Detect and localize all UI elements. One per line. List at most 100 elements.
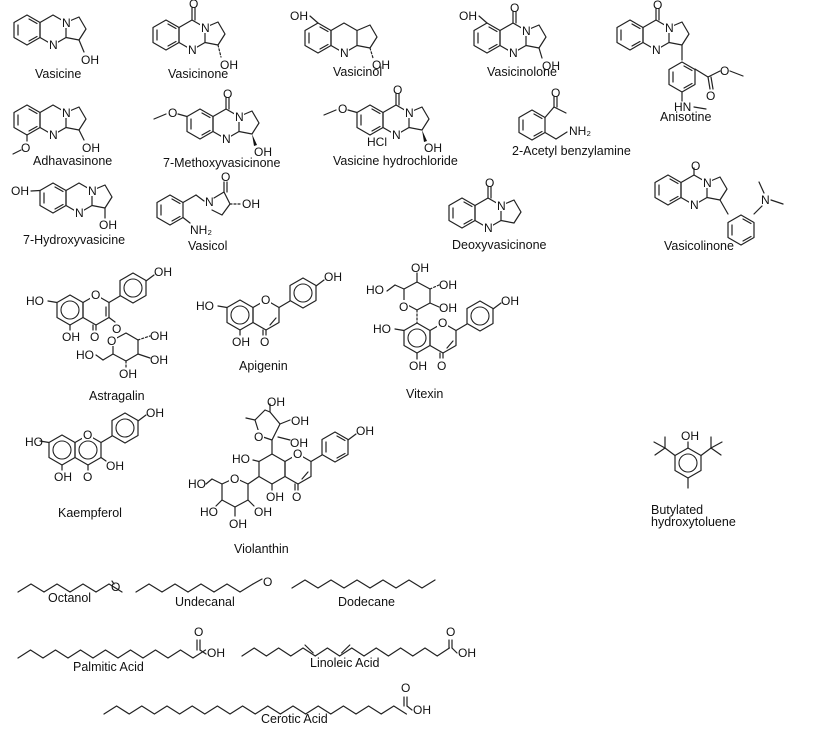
atom-o: O bbox=[551, 86, 560, 100]
atom-o: O bbox=[338, 102, 347, 116]
atom-oh: OH bbox=[439, 301, 457, 315]
atom-ho: HO bbox=[373, 322, 391, 336]
atom-oh: OH bbox=[372, 58, 390, 72]
label-vasicolinone: Vasicolinone bbox=[664, 239, 734, 253]
atom-oh: OH bbox=[266, 490, 284, 504]
atom-o: O bbox=[437, 359, 446, 373]
atom-nh2: NH₂ bbox=[190, 223, 212, 237]
label-vasicinol: Vasicinol bbox=[333, 65, 382, 79]
atom-o: O bbox=[691, 159, 700, 173]
atom-n: N bbox=[405, 106, 414, 120]
structure-7-hydroxyvasicine: OH N N OH bbox=[11, 183, 117, 232]
bond bbox=[111, 580, 115, 585]
atom-o: O bbox=[653, 0, 662, 12]
atom-o: O bbox=[112, 322, 121, 336]
atom-oh: OH bbox=[413, 703, 431, 717]
atom-ho: HO bbox=[232, 452, 250, 466]
atom-o: O bbox=[21, 141, 30, 155]
atom-o: O bbox=[720, 64, 729, 78]
atom-o: O bbox=[293, 447, 302, 461]
atom-oh: OH bbox=[411, 261, 429, 275]
atom-oh: OH bbox=[106, 459, 124, 473]
structure-astragalin: O OH HO OH O O O OH OH OH HO bbox=[26, 265, 172, 381]
atom-o: O bbox=[485, 176, 494, 190]
atom-oh: OH bbox=[146, 406, 164, 420]
atom-o: O bbox=[263, 575, 272, 589]
atom-n: N bbox=[703, 176, 712, 190]
atom-o: O bbox=[401, 681, 410, 695]
label-vasicinolone: Vasicinolone bbox=[487, 65, 557, 79]
atom-o: O bbox=[90, 330, 99, 344]
label-bht-line2: hydroxytoluene bbox=[651, 515, 736, 529]
atom-oh: OH bbox=[229, 517, 247, 531]
label-astragalin: Astragalin bbox=[89, 389, 145, 403]
structure-apigenin: O OH HO OH O bbox=[196, 270, 342, 349]
atom-n: N bbox=[188, 43, 197, 57]
structure-vasicol: N O OH NH₂ bbox=[156, 170, 260, 237]
label-vasicinone: Vasicinone bbox=[168, 67, 228, 81]
atom-o: O bbox=[91, 288, 100, 302]
atom-o: O bbox=[194, 625, 203, 639]
atom-n: N bbox=[484, 221, 493, 235]
structure-palmitic-acid: O OH bbox=[17, 625, 225, 660]
atom-n: N bbox=[201, 21, 210, 35]
atom-o: O bbox=[254, 430, 263, 444]
atom-n: N bbox=[49, 38, 58, 52]
atom-oh: OH bbox=[54, 470, 72, 484]
label-7-methoxyvasicinone: 7-Methoxyvasicinone bbox=[163, 156, 280, 170]
atom-n: N bbox=[235, 110, 244, 124]
label-2-acetyl-benzylamine: 2-Acetyl benzylamine bbox=[512, 144, 631, 158]
atom-o: O bbox=[393, 83, 402, 97]
atom-hn: HN bbox=[674, 100, 691, 114]
atom-ho: HO bbox=[26, 294, 44, 308]
atom-oh: OH bbox=[267, 395, 285, 409]
structure-vasicine-hydrochloride: O N N HCl OH O bbox=[323, 83, 442, 155]
atom-oh: OH bbox=[154, 265, 172, 279]
atom-n: N bbox=[522, 24, 531, 38]
atom-oh: OH bbox=[681, 429, 699, 443]
atom-n: N bbox=[761, 193, 770, 207]
label-violanthin: Violanthin bbox=[234, 542, 289, 556]
structure-vasicolinone: O N N N bbox=[655, 159, 784, 246]
atom-ho: HO bbox=[188, 477, 206, 491]
atom-oh: OH bbox=[459, 9, 477, 23]
structure-dodecane bbox=[291, 579, 436, 589]
atom-oh: OH bbox=[207, 646, 225, 660]
label-deoxyvasicinone: Deoxyvasicinone bbox=[452, 238, 547, 252]
atom-o: O bbox=[706, 89, 715, 103]
structure-vasicinolone: O OH N N OH bbox=[459, 1, 560, 73]
structure-anisotine: O N N O O HN bbox=[617, 0, 744, 114]
atom-n: N bbox=[509, 46, 518, 60]
label-vasicine: Vasicine bbox=[35, 67, 81, 81]
atom-n: N bbox=[75, 206, 84, 220]
atom-o: O bbox=[510, 1, 519, 15]
atom-oh: OH bbox=[542, 59, 560, 73]
label-octanol: Octanol bbox=[48, 591, 91, 605]
atom-oh: OH bbox=[232, 335, 250, 349]
atom-oh: OH bbox=[82, 141, 100, 155]
atom-ho: HO bbox=[196, 299, 214, 313]
bond bbox=[252, 578, 263, 585]
atom-ho: HO bbox=[76, 348, 94, 362]
atom-o: O bbox=[260, 335, 269, 349]
atom-o: O bbox=[168, 106, 177, 120]
atom-ho: HO bbox=[200, 505, 218, 519]
atom-n: N bbox=[88, 184, 97, 198]
atom-ho: HO bbox=[25, 435, 43, 449]
atom-oh: OH bbox=[254, 145, 272, 159]
label-kaempferol: Kaempferol bbox=[58, 506, 122, 520]
atom-n: N bbox=[652, 43, 661, 57]
atom-oh: OH bbox=[150, 353, 168, 367]
label-undecanal: Undecanal bbox=[175, 595, 235, 609]
atom-o: O bbox=[261, 293, 270, 307]
label-adhavasinone: Adhavasinone bbox=[33, 154, 112, 168]
bond bbox=[341, 644, 351, 654]
atom-o: O bbox=[399, 300, 408, 314]
atom-ho: HO bbox=[366, 283, 384, 297]
structure-linoleic-acid: O OH bbox=[241, 625, 476, 660]
atom-n: N bbox=[62, 16, 71, 30]
atom-oh: OH bbox=[424, 141, 442, 155]
atom-o: O bbox=[292, 490, 301, 504]
atom-o: O bbox=[83, 428, 92, 442]
